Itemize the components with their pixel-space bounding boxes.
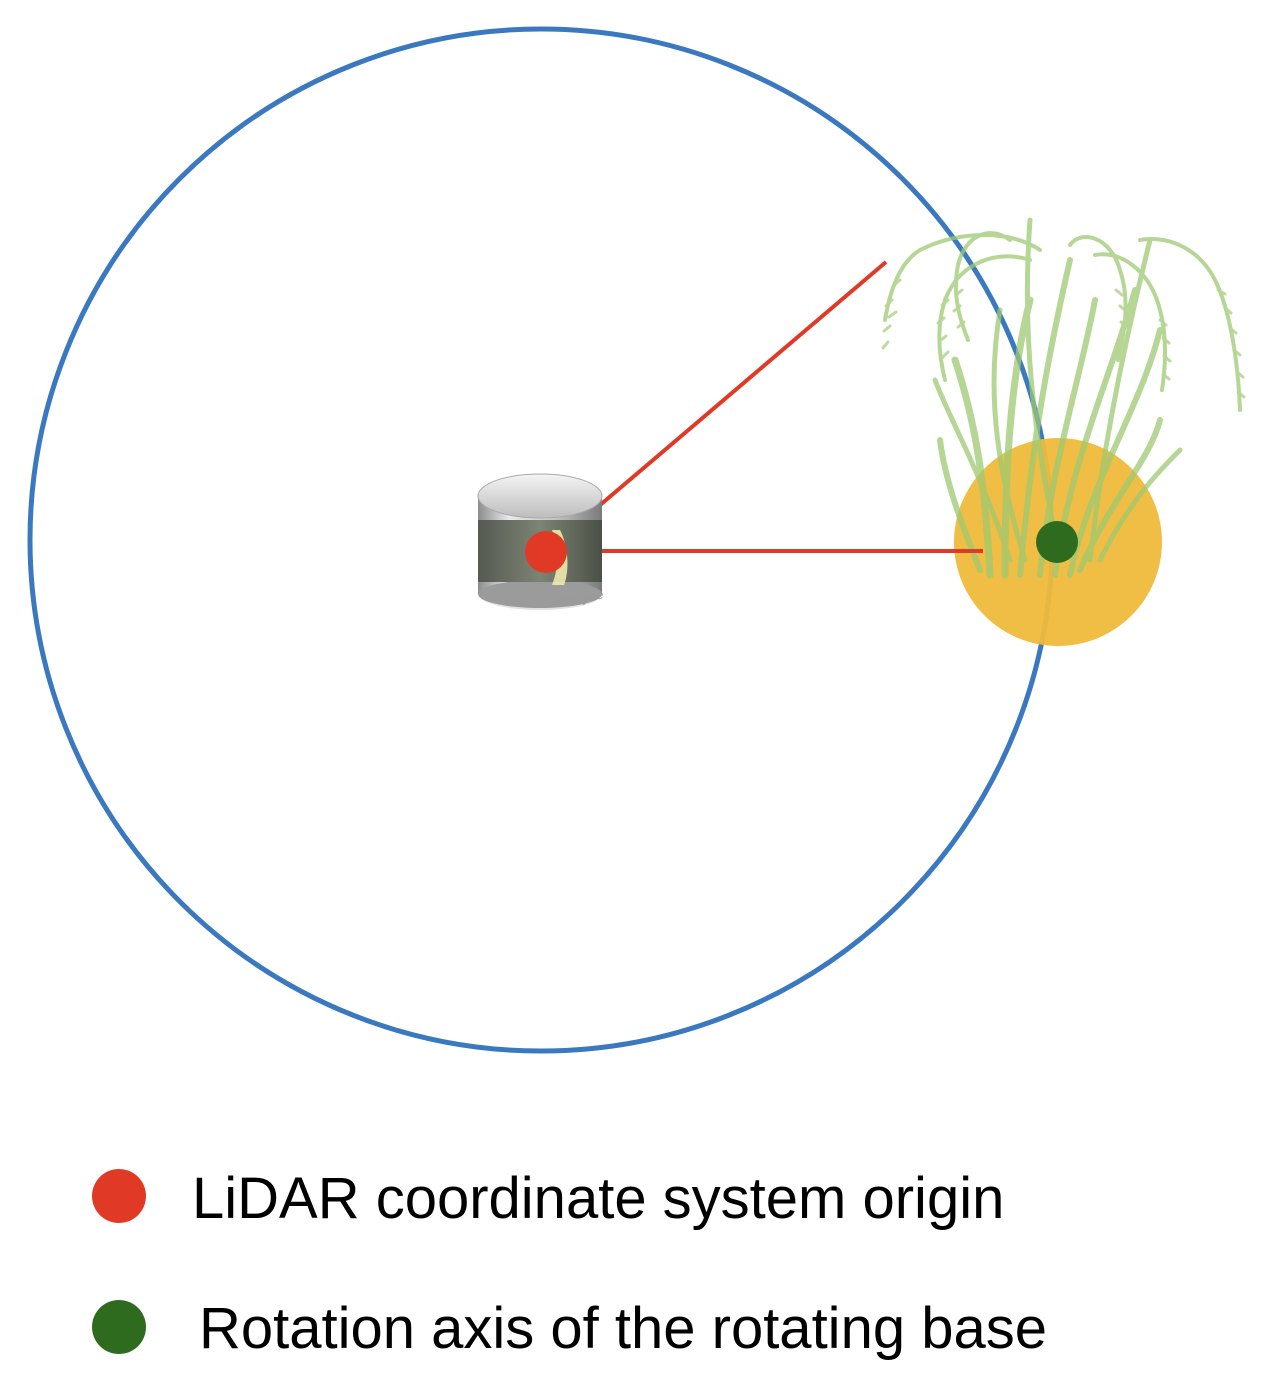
lidar-origin-dot [525,531,567,573]
legend-marker-green [92,1300,146,1354]
rotation-axis-dot [1036,521,1078,563]
legend-label-lidar-origin: LiDAR coordinate system origin [192,1166,1004,1231]
legend: LiDAR coordinate system origin Rotation … [92,1166,1047,1361]
legend-label-rotation-axis: Rotation axis of the rotating base [199,1296,1047,1361]
legend-item-rotation-axis: Rotation axis of the rotating base [92,1296,1047,1361]
rice-plant-icon [881,217,1246,579]
legend-marker-red [92,1169,146,1223]
legend-item-lidar-origin: LiDAR coordinate system origin [92,1166,1004,1231]
beam-line-upper [544,260,888,553]
